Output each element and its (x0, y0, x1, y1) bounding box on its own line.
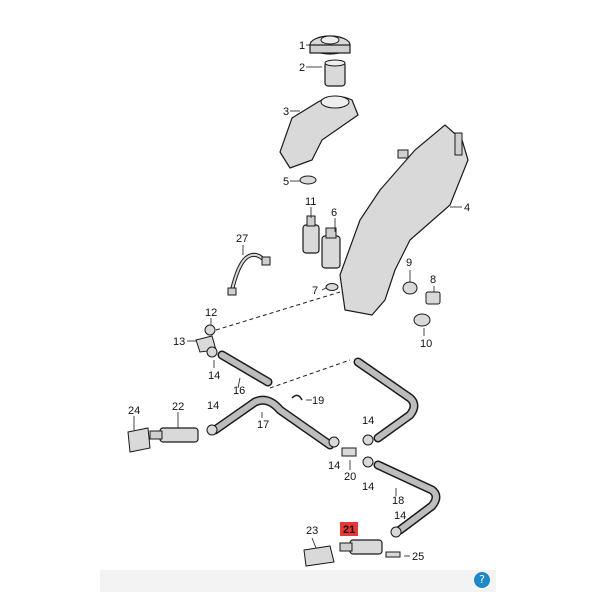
part-27-wiring[interactable] (227, 252, 271, 296)
part-25-screw[interactable] (385, 551, 401, 558)
label-16: 16 (233, 385, 245, 397)
part-3-filler-neck[interactable] (279, 95, 359, 169)
part-21-jet[interactable] (339, 539, 383, 555)
label-25: 25 (412, 551, 424, 563)
part-7-grommet[interactable] (325, 283, 339, 291)
part-16-hose[interactable] (217, 350, 273, 387)
part-24-cover[interactable] (127, 427, 151, 453)
bottom-bar (100, 570, 496, 592)
highlight-badge-21[interactable] (340, 522, 358, 536)
label-12: 12 (205, 307, 217, 319)
label-7: 7 (312, 285, 318, 297)
part-17-hose[interactable] (210, 395, 335, 450)
clamps-14[interactable] (206, 346, 402, 538)
part-5-seal[interactable] (299, 175, 317, 185)
part-4-reservoir[interactable] (339, 124, 469, 316)
label-6: 6 (331, 207, 337, 219)
leader-lines (133, 44, 462, 557)
label-11: 11 (305, 196, 316, 208)
label-8: 8 (430, 274, 436, 286)
part-6-pump[interactable] (321, 227, 341, 269)
label-5: 5 (283, 176, 289, 188)
part-10-grommet[interactable] (413, 313, 431, 327)
label-13: 13 (173, 336, 185, 348)
label-27: 27 (236, 233, 248, 245)
part-19-clip[interactable] (291, 394, 303, 401)
label-24: 24 (128, 405, 140, 417)
label-9: 9 (406, 257, 412, 269)
upper-right-hose[interactable] (353, 357, 419, 443)
label-14c: 14 (328, 460, 340, 472)
label-14e: 14 (362, 481, 374, 493)
label-17: 17 (257, 419, 269, 431)
label-22: 22 (172, 401, 184, 413)
part-20-t-piece[interactable] (341, 447, 357, 457)
label-19: 19 (312, 395, 324, 407)
help-icon[interactable]: ? (474, 572, 490, 588)
dashed-line (215, 291, 351, 389)
part-8-sensor[interactable] (425, 291, 441, 305)
part-23-cover[interactable] (303, 545, 335, 567)
part-12-connector[interactable] (204, 324, 216, 336)
label-14d: 14 (362, 415, 374, 427)
part-1-cap[interactable] (309, 35, 351, 55)
label-4: 4 (464, 202, 470, 214)
label-2: 2 (299, 62, 305, 74)
label-1: 1 (299, 40, 305, 52)
part-labels: 1 2 3 4 5 6 7 8 9 10 11 12 13 14 14 14 1… (128, 40, 470, 563)
label-14b: 14 (207, 400, 219, 412)
part-22-jet[interactable] (149, 427, 199, 443)
label-10: 10 (420, 338, 432, 350)
label-3: 3 (283, 106, 289, 118)
part-18-hose[interactable] (373, 460, 441, 535)
part-11-pump[interactable] (302, 215, 320, 254)
label-14f: 14 (394, 510, 406, 522)
label-18: 18 (392, 495, 404, 507)
label-14a: 14 (208, 370, 220, 382)
label-20: 20 (344, 471, 356, 483)
part-9-grommet[interactable] (402, 281, 418, 295)
label-21: 21 (343, 524, 355, 536)
part-2-filter[interactable] (324, 59, 346, 87)
label-23: 23 (306, 525, 318, 537)
